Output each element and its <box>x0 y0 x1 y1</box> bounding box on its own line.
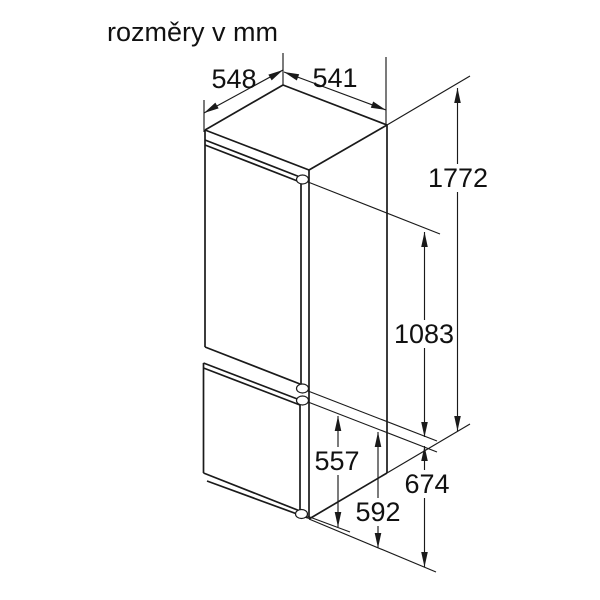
dimension-label-557-lower-door: 557 <box>314 446 359 476</box>
dimension-label-548-depth: 548 <box>211 64 256 94</box>
hinge-pin-icon <box>295 174 310 185</box>
arrowhead <box>334 512 342 527</box>
arrowhead <box>204 102 219 113</box>
label-masks <box>314 164 489 526</box>
arrowhead <box>421 232 428 247</box>
cabinet-outline <box>202 84 388 520</box>
diagram-title: rozměry v mm <box>107 17 278 47</box>
diagram-geometry <box>202 53 489 573</box>
dimension-label-541-width: 541 <box>312 63 357 93</box>
arrowhead <box>421 422 428 437</box>
dimension-label-674-depth: 674 <box>404 469 449 499</box>
arrowhead <box>454 416 461 431</box>
hinge-pin-icon <box>295 395 310 406</box>
arrowhead <box>370 101 386 110</box>
hinge-pin-icon <box>295 383 310 394</box>
dimension-label-592-depth: 592 <box>355 497 400 527</box>
door-hinge-pins <box>294 174 310 520</box>
hinge-pin-icon <box>294 508 309 520</box>
arrowhead <box>334 416 342 431</box>
dimension-label-1772-height: 1772 <box>428 163 488 193</box>
arrowhead <box>374 432 382 447</box>
arrowhead <box>268 70 283 81</box>
arrowhead <box>421 552 428 567</box>
arrowhead <box>374 533 382 548</box>
arrowhead <box>454 88 461 103</box>
arrowhead <box>421 446 428 461</box>
arrowhead <box>284 72 300 81</box>
dimension-label-1083-upper-door: 1083 <box>394 319 454 349</box>
dimension-arrowheads <box>204 70 461 567</box>
